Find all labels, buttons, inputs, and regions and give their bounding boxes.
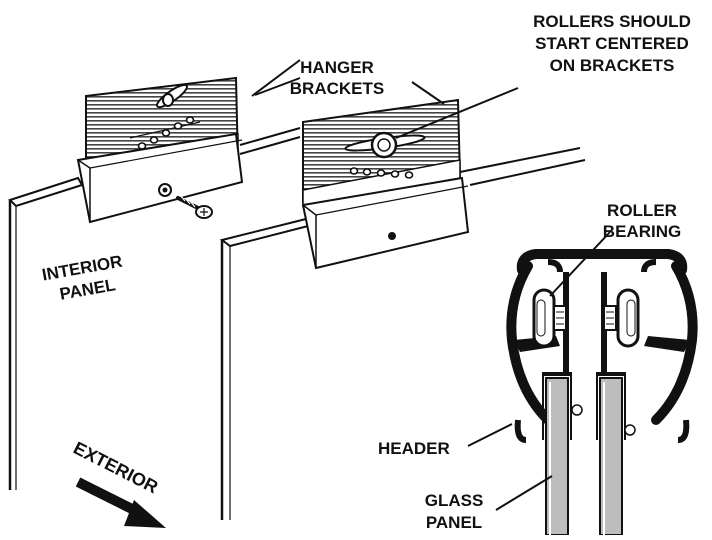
exterior-arrow-icon xyxy=(75,477,166,528)
label-roller-bearing-line1: ROLLER xyxy=(607,201,677,220)
adjustment-holes xyxy=(137,116,195,150)
label-hanger-brackets: HANGER BRACKETS xyxy=(290,58,384,98)
label-hanger-brackets-line2: BRACKETS xyxy=(290,79,384,98)
glass-panels xyxy=(545,377,623,536)
roller-icon xyxy=(344,131,426,159)
screw-icon xyxy=(176,194,213,219)
adjustment-holes xyxy=(349,167,414,179)
label-hanger-brackets-line1: HANGER xyxy=(300,58,374,77)
wing-nut-icon xyxy=(155,83,189,109)
label-interior-panel: INTERIOR PANEL xyxy=(41,252,124,304)
header-track xyxy=(239,77,586,186)
roller-bearing-right xyxy=(603,288,640,348)
hanger-bracket-right xyxy=(301,98,470,270)
label-roller-bearing: ROLLER BEARING xyxy=(603,201,681,241)
leader-lines xyxy=(251,59,611,511)
interior-panel xyxy=(8,176,84,490)
label-rollers-note-line2: START CENTERED xyxy=(535,34,689,53)
label-roller-bearing-line2: BEARING xyxy=(603,222,681,241)
label-rollers-note: ROLLERS SHOULD START CENTERED ON BRACKET… xyxy=(533,12,691,75)
exterior-panel xyxy=(219,216,314,520)
roller-bearing-left xyxy=(532,288,567,348)
label-glass-panel-line2: PANEL xyxy=(426,513,482,532)
header-cross-section xyxy=(506,249,698,536)
label-glass-panel-line1: GLASS xyxy=(425,491,484,510)
hanger-bracket-left xyxy=(76,76,244,224)
label-rollers-note-line3: ON BRACKETS xyxy=(550,56,675,75)
label-rollers-note-line1: ROLLERS SHOULD xyxy=(533,12,691,31)
label-glass-panel: GLASS PANEL xyxy=(425,491,484,532)
label-header: HEADER xyxy=(378,439,450,458)
